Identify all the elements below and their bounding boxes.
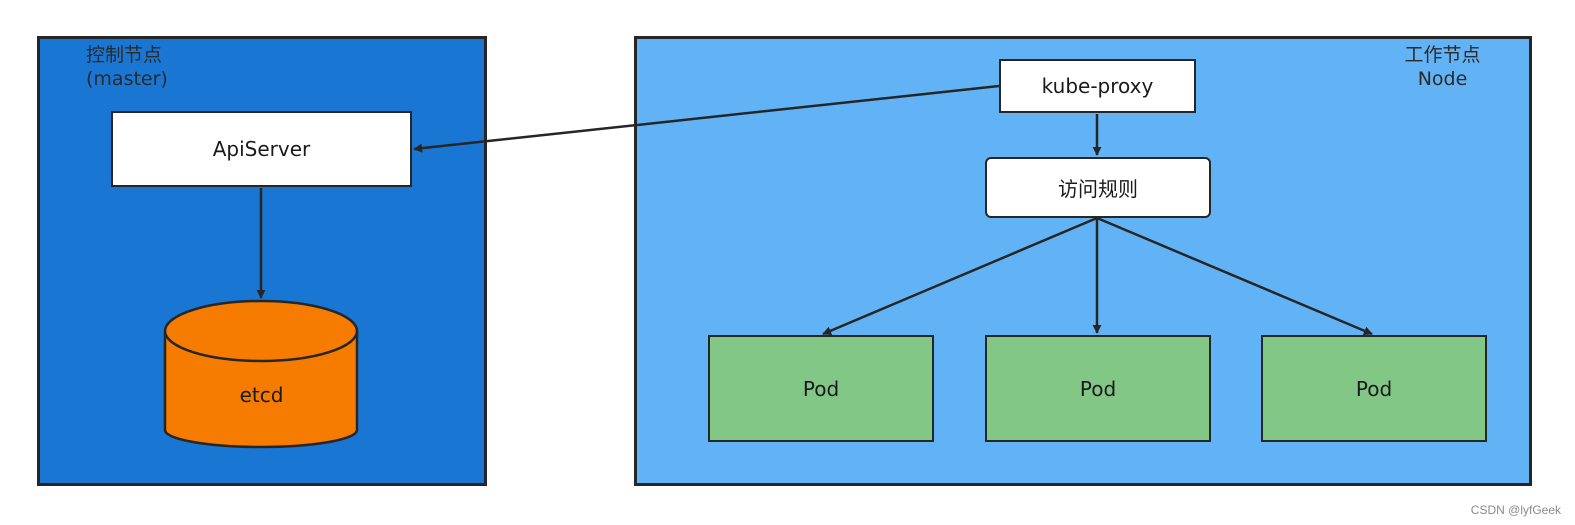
arrow-kube-proxy-to-apiserver bbox=[413, 84, 1000, 153]
pod-box-1: Pod bbox=[708, 335, 934, 442]
etcd-label: etcd bbox=[239, 383, 284, 407]
pod-box-2: Pod bbox=[985, 335, 1211, 442]
kube-proxy-label: kube-proxy bbox=[1041, 74, 1154, 98]
apiserver-label: ApiServer bbox=[212, 137, 311, 161]
etcd-database-icon bbox=[163, 299, 359, 449]
access-rules-label: 访问规则 bbox=[1058, 177, 1138, 201]
master-title-line2: (master) bbox=[86, 68, 168, 90]
apiserver-box: ApiServer bbox=[111, 111, 412, 187]
node-panel-title: 工作节点 Node bbox=[1380, 43, 1505, 91]
pod-box-3: Pod bbox=[1261, 335, 1487, 442]
access-rules-box: 访问规则 bbox=[985, 157, 1211, 218]
arrow-rules-to-pod-3 bbox=[1096, 216, 1373, 336]
node-title-line2: Node bbox=[1417, 68, 1468, 90]
pod-label-2: Pod bbox=[1079, 376, 1117, 401]
kube-proxy-box: kube-proxy bbox=[999, 59, 1196, 113]
node-title-line1: 工作节点 bbox=[1404, 44, 1481, 66]
pod-label-1: Pod bbox=[802, 376, 840, 401]
pod-label-3: Pod bbox=[1355, 376, 1393, 401]
watermark: CSDN @lyfGeek bbox=[1470, 503, 1561, 517]
master-panel-title: 控制节点 (master) bbox=[86, 43, 168, 91]
arrow-rules-to-pod-1 bbox=[822, 216, 1098, 336]
master-title-line1: 控制节点 bbox=[86, 44, 163, 66]
